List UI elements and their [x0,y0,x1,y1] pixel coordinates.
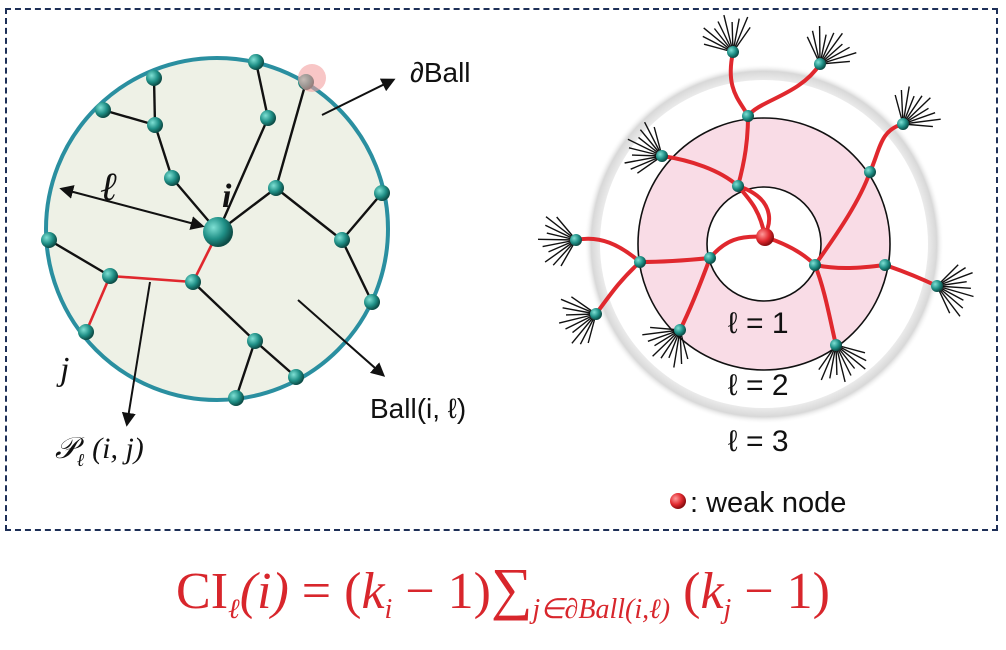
spike-line [545,216,577,241]
spike-line [643,121,663,157]
spike-line [652,329,681,357]
diagram-frame [5,8,998,531]
formula-k-j-sub: j [723,594,732,625]
path-label: 𝒫ℓ(i, j) [55,432,144,470]
spike-line [835,344,846,383]
ball-label: Ball(i, ℓ) [370,393,466,424]
spike-line [902,118,941,125]
left-nodes [41,54,390,406]
left-arrows [59,78,396,427]
ring-label-l2: ℓ = 2 [728,369,789,402]
spike-line [902,97,931,125]
node-j-label: j [56,351,69,388]
right-nodes [570,46,943,351]
formula-sum-sub: j∈∂Ball(i,ℓ) [532,594,671,625]
spike-line [820,344,837,381]
left-network: ℓ i ∂Ball j Ball(i, ℓ) 𝒫ℓ(i, j) [41,54,471,470]
center-node-label: i [222,178,232,215]
ring-label-l1: ℓ = 1 [728,307,789,340]
network-figure: ℓ i ∂Ball j Ball(i, ℓ) 𝒫ℓ(i, j) [41,14,974,519]
cursor-highlight [298,64,326,92]
formula-sum: ∑ [490,556,533,621]
formula-k-i: k [361,563,385,620]
spike-line [642,329,681,336]
path-label-rest: (i, j) [92,432,144,465]
spike-line [732,16,749,53]
spike-line [819,52,857,65]
ring-label-l3: ℓ = 3 [728,425,789,458]
formula-eq: = [288,563,345,620]
spike-line [936,272,973,287]
spike-line [627,138,663,157]
formula-k-i-sub: i [384,594,393,625]
formula-factor-close: − 1) [392,563,491,620]
spike-line [537,238,577,241]
legend-text: : weak node [690,487,846,519]
spike-line [936,285,974,298]
spike-line [902,86,910,125]
center-node-i [203,217,233,247]
path-label-sub: ℓ [77,450,85,470]
weak-node [756,228,774,246]
radius-label: ℓ [100,164,117,209]
spike-line [936,285,961,317]
ci-formula: CIℓ(i) = (ki − 1)∑j∈∂Ball(i,ℓ) (kj − 1) [0,555,1006,626]
formula-factor-open: ( [344,563,362,620]
spike-line [819,32,843,65]
formula-ci-arg: (i) [239,563,289,620]
spike-line [703,27,734,53]
boundary-label: ∂Ball [410,57,471,88]
formula-kj-open: ( [670,563,701,620]
spike-line [624,155,663,164]
spike-line [560,298,597,315]
legend-weak-node-icon [670,493,686,509]
spike-line [571,313,597,344]
spike-line [544,239,577,263]
formula-ci-sub: ℓ [228,594,240,625]
spike-line [558,313,597,324]
formula-ci: CI [176,563,229,620]
spike-line [835,344,866,370]
right-network: ℓ = 1 ℓ = 2 ℓ = 3 : weak node [537,14,974,519]
spike-line [723,14,734,53]
formula-kj-close: − 1) [731,563,830,620]
formula-k-j: k [700,563,724,620]
spike-line [673,329,681,368]
